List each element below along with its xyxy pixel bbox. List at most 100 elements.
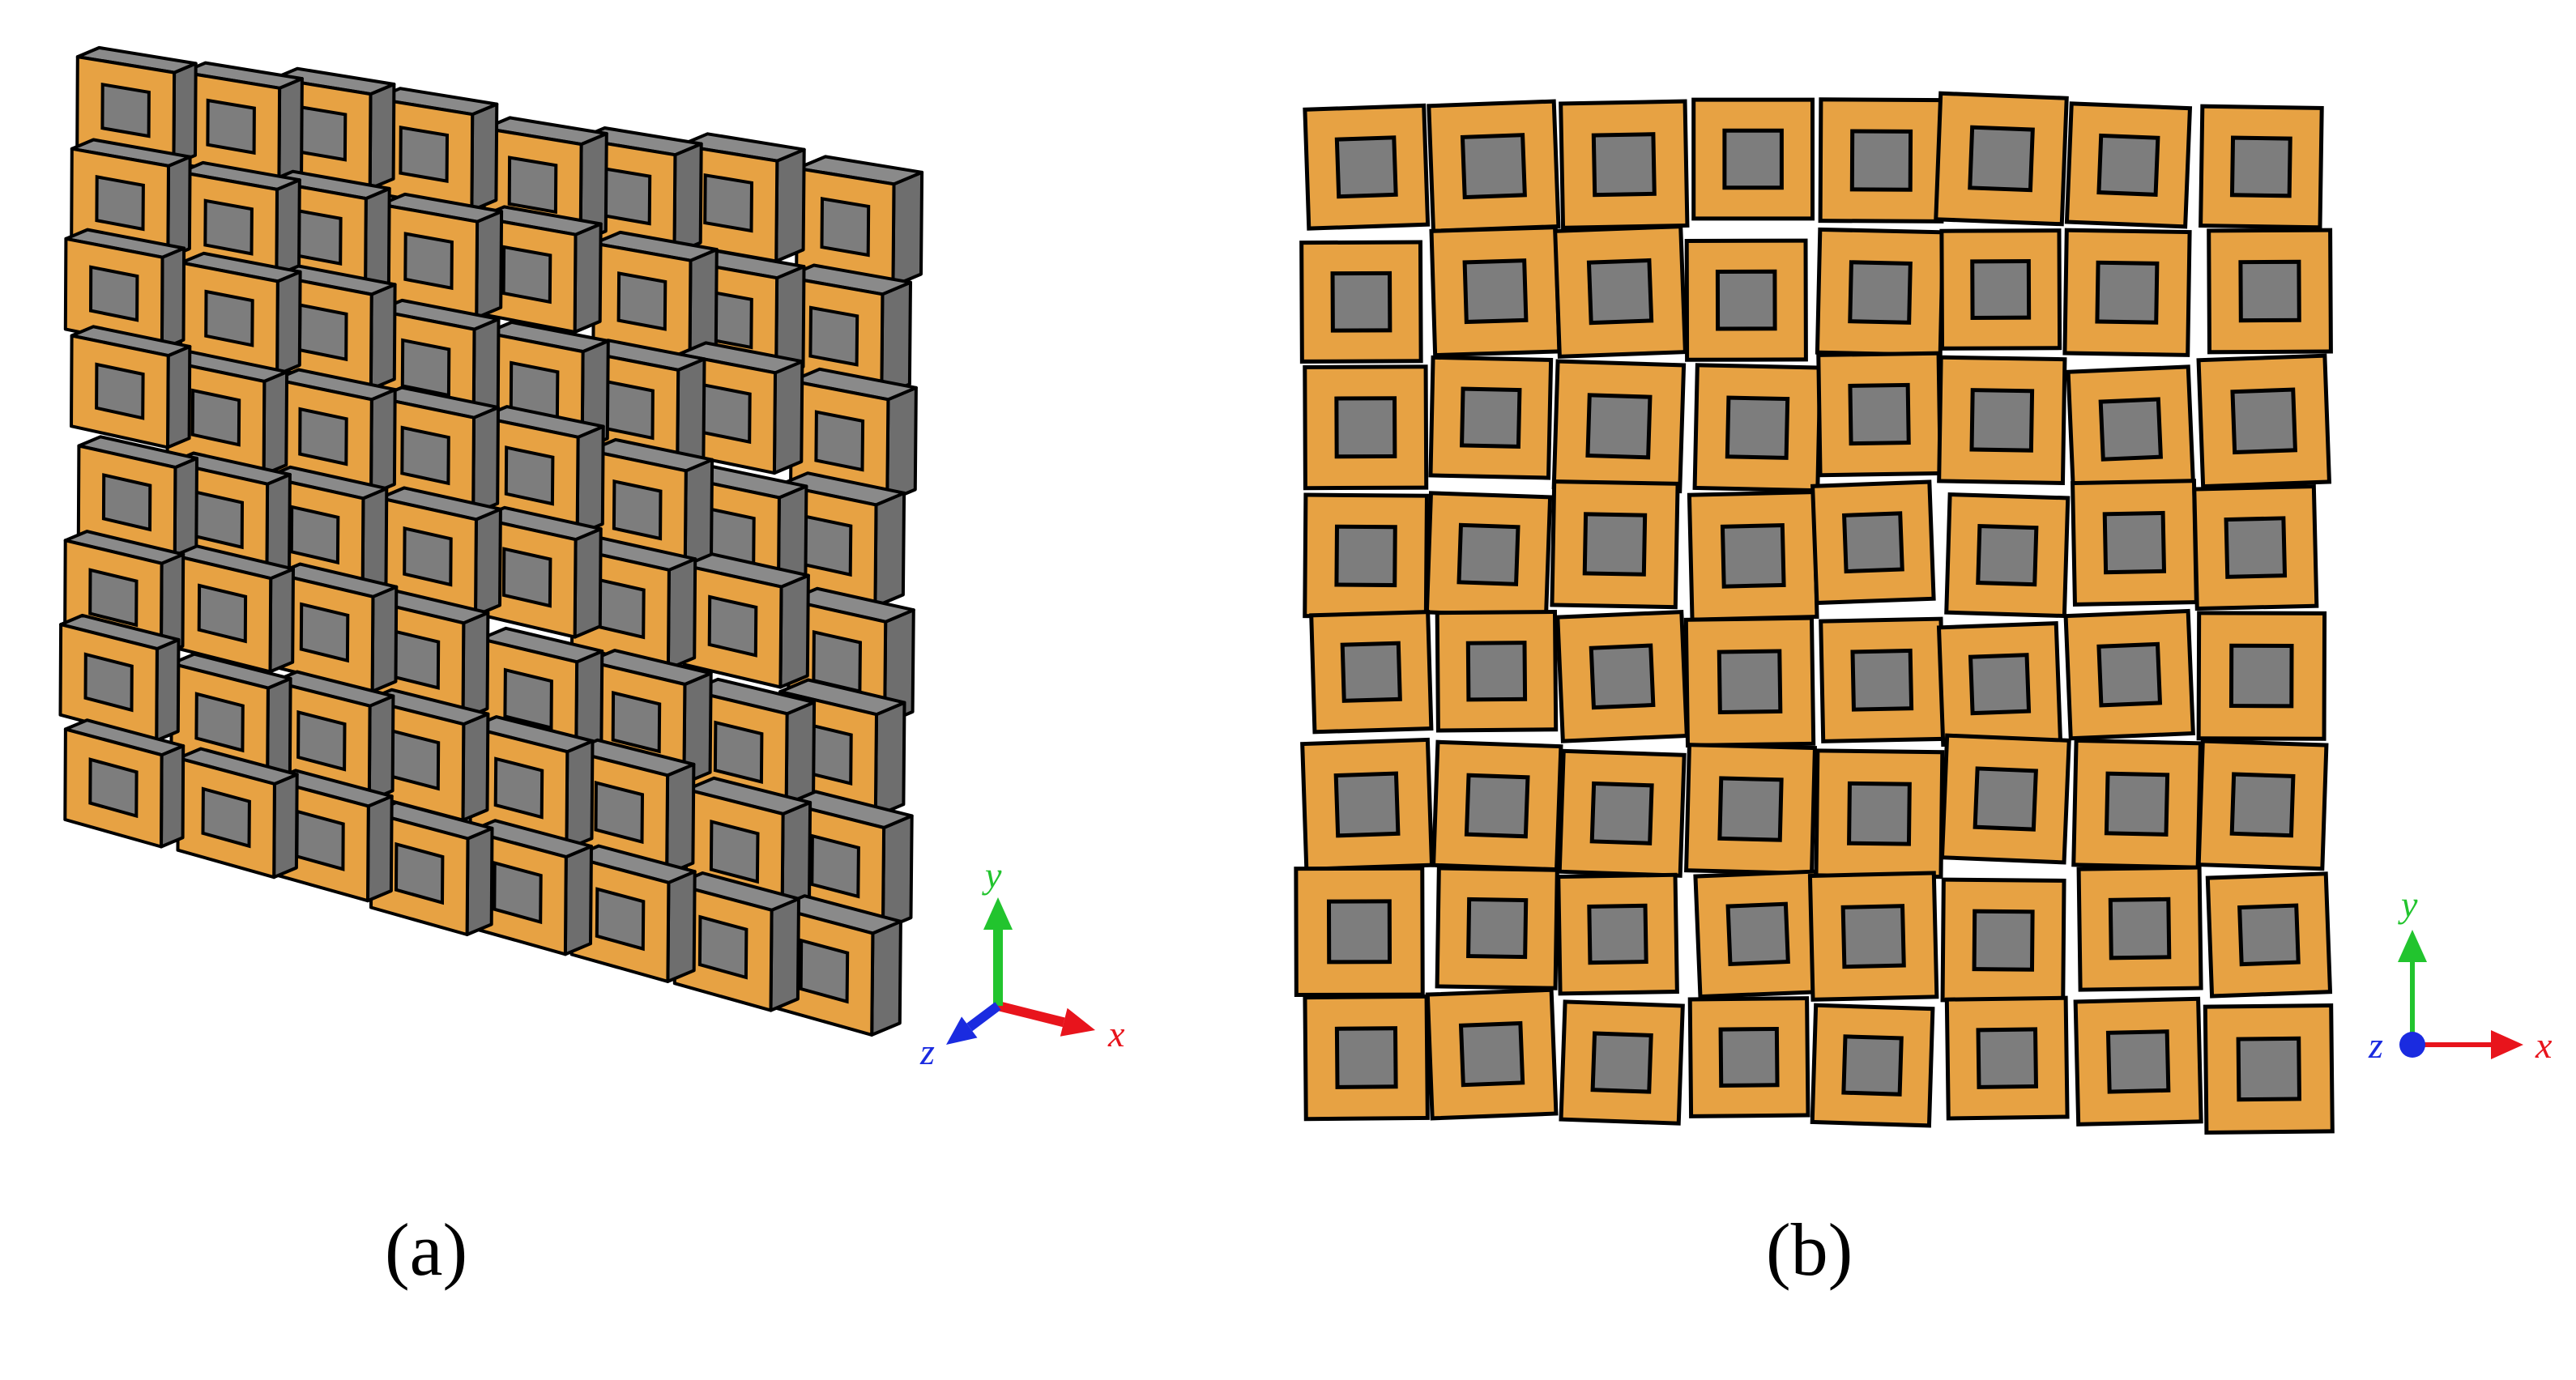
unit-cell-perspective xyxy=(181,61,304,183)
unit-cell-perspective xyxy=(179,251,302,377)
x-axis-label: x xyxy=(2535,1024,2553,1066)
unit-cell-front xyxy=(2062,228,2192,357)
unit-cell-front xyxy=(1810,1003,1935,1128)
x-axis-arrow xyxy=(2412,1030,2523,1059)
unit-cell-front xyxy=(1303,364,1429,491)
unit-cell-front xyxy=(2076,865,2203,992)
unit-cell-front xyxy=(1294,866,1425,998)
unit-cell-perspective xyxy=(58,613,181,743)
unit-cell-front xyxy=(2192,484,2319,611)
unit-cell-front xyxy=(1816,351,1943,478)
x-axis-label: x xyxy=(1107,1013,1125,1054)
unit-cell-front xyxy=(1557,748,1687,878)
unit-cell-front xyxy=(1555,609,1689,743)
unit-cell-front xyxy=(1303,103,1431,231)
unit-cell-front xyxy=(1435,609,1559,733)
unit-cell-front xyxy=(1684,238,1808,362)
unit-cell-front xyxy=(1934,91,2069,227)
unit-cell-perspective xyxy=(672,871,800,1012)
unit-cell-front xyxy=(1940,877,2066,1003)
unit-cell-front xyxy=(2063,608,2195,741)
unit-cell-front xyxy=(2066,364,2196,495)
unit-cell-perspective xyxy=(63,718,186,849)
unit-cell-front xyxy=(2071,479,2199,607)
unit-cell-front xyxy=(1299,240,1423,364)
z-axis-arrow xyxy=(946,1002,1001,1045)
unit-cell-front xyxy=(1683,615,1816,748)
unit-cell-front xyxy=(1684,743,1817,876)
unit-cell-front xyxy=(2196,353,2332,489)
unit-cell-front xyxy=(1692,363,1823,493)
unit-cell-front xyxy=(1814,748,1945,880)
unit-cell-perspective xyxy=(172,544,295,674)
z-axis-dot xyxy=(2399,1032,2425,1058)
x-axis-arrow xyxy=(996,1001,1095,1037)
unit-cell-front xyxy=(1551,359,1687,494)
unit-cell-front xyxy=(1429,225,1562,358)
unit-cell-front xyxy=(1425,987,1559,1121)
unit-cell-perspective xyxy=(378,192,504,320)
unit-cell-front xyxy=(1944,995,2070,1121)
unit-cell-perspective xyxy=(270,769,394,903)
unit-cell-front xyxy=(1693,869,1823,999)
unit-cell-perspective xyxy=(165,350,289,476)
unit-cell-front xyxy=(1810,479,1936,606)
y-axis-label: y xyxy=(982,854,1002,896)
unit-cell-front xyxy=(1815,227,1946,358)
y-axis-arrow xyxy=(2398,930,2427,1045)
unit-cell-front xyxy=(1424,491,1553,619)
unit-cell-perspective xyxy=(70,325,192,449)
unit-cell-front xyxy=(1936,621,2063,748)
unit-cell-perspective xyxy=(274,562,399,693)
unit-cell-front xyxy=(1550,479,1680,610)
z-axis-label: z xyxy=(2368,1024,2383,1066)
unit-cell-front xyxy=(1944,492,2071,619)
unit-cell-perspective xyxy=(375,298,501,428)
unit-cell-front xyxy=(1309,610,1434,735)
z-axis-label: z xyxy=(919,1031,935,1072)
y-axis-label: y xyxy=(2398,884,2418,925)
unit-cell-front xyxy=(2205,871,2333,999)
unit-cell-perspective xyxy=(273,368,397,496)
unit-cell-front xyxy=(1556,872,1679,996)
unit-cell-front xyxy=(2073,996,2203,1127)
unit-cell-front xyxy=(1687,996,1810,1118)
unit-cell-perspective xyxy=(569,738,696,876)
unit-cell-perspective xyxy=(682,552,810,689)
unit-cell-front xyxy=(2203,1003,2335,1135)
unit-cell-perspective xyxy=(678,132,806,263)
unit-cell-perspective xyxy=(76,435,198,561)
unit-cell-front xyxy=(2064,101,2193,229)
unit-cell-front xyxy=(2196,739,2329,871)
unit-cell-front xyxy=(1303,994,1430,1122)
panel-b-front-array xyxy=(1294,91,2335,1135)
unit-cell-front xyxy=(1939,733,2071,865)
unit-cell-front xyxy=(1939,228,2062,351)
y-axis-arrow xyxy=(983,897,1013,1006)
unit-cell-front xyxy=(1807,871,1939,1002)
unit-cell-front xyxy=(1559,999,1685,1126)
unit-cell-perspective xyxy=(795,155,924,288)
unit-cell-perspective xyxy=(774,894,902,1037)
unit-cell-perspective xyxy=(63,530,186,657)
unit-cell-front xyxy=(1937,355,2067,485)
unit-cell-perspective xyxy=(63,228,186,351)
unit-cell-perspective xyxy=(369,801,494,936)
panel-a-axis-triad: x y z xyxy=(919,854,1125,1072)
unit-cell-front xyxy=(1300,737,1435,871)
panel-b-axis-triad: x y z xyxy=(2368,884,2553,1066)
unit-cell-front xyxy=(1691,97,1815,221)
unit-cell-front xyxy=(2071,738,2203,870)
unit-cell-front xyxy=(1435,866,1559,990)
unit-cell-front xyxy=(2199,104,2324,230)
unit-cell-perspective xyxy=(783,263,912,398)
unit-cell-perspective xyxy=(569,844,697,983)
unit-cell-front xyxy=(1553,224,1687,359)
unit-cell-perspective xyxy=(476,505,603,639)
unit-cell-front xyxy=(1818,97,1945,224)
unit-cell-front xyxy=(1428,355,1554,480)
panel-b-caption: (b) xyxy=(1766,1208,1853,1291)
unit-cell-front xyxy=(1303,492,1429,620)
unit-cell-front xyxy=(1687,490,1819,622)
